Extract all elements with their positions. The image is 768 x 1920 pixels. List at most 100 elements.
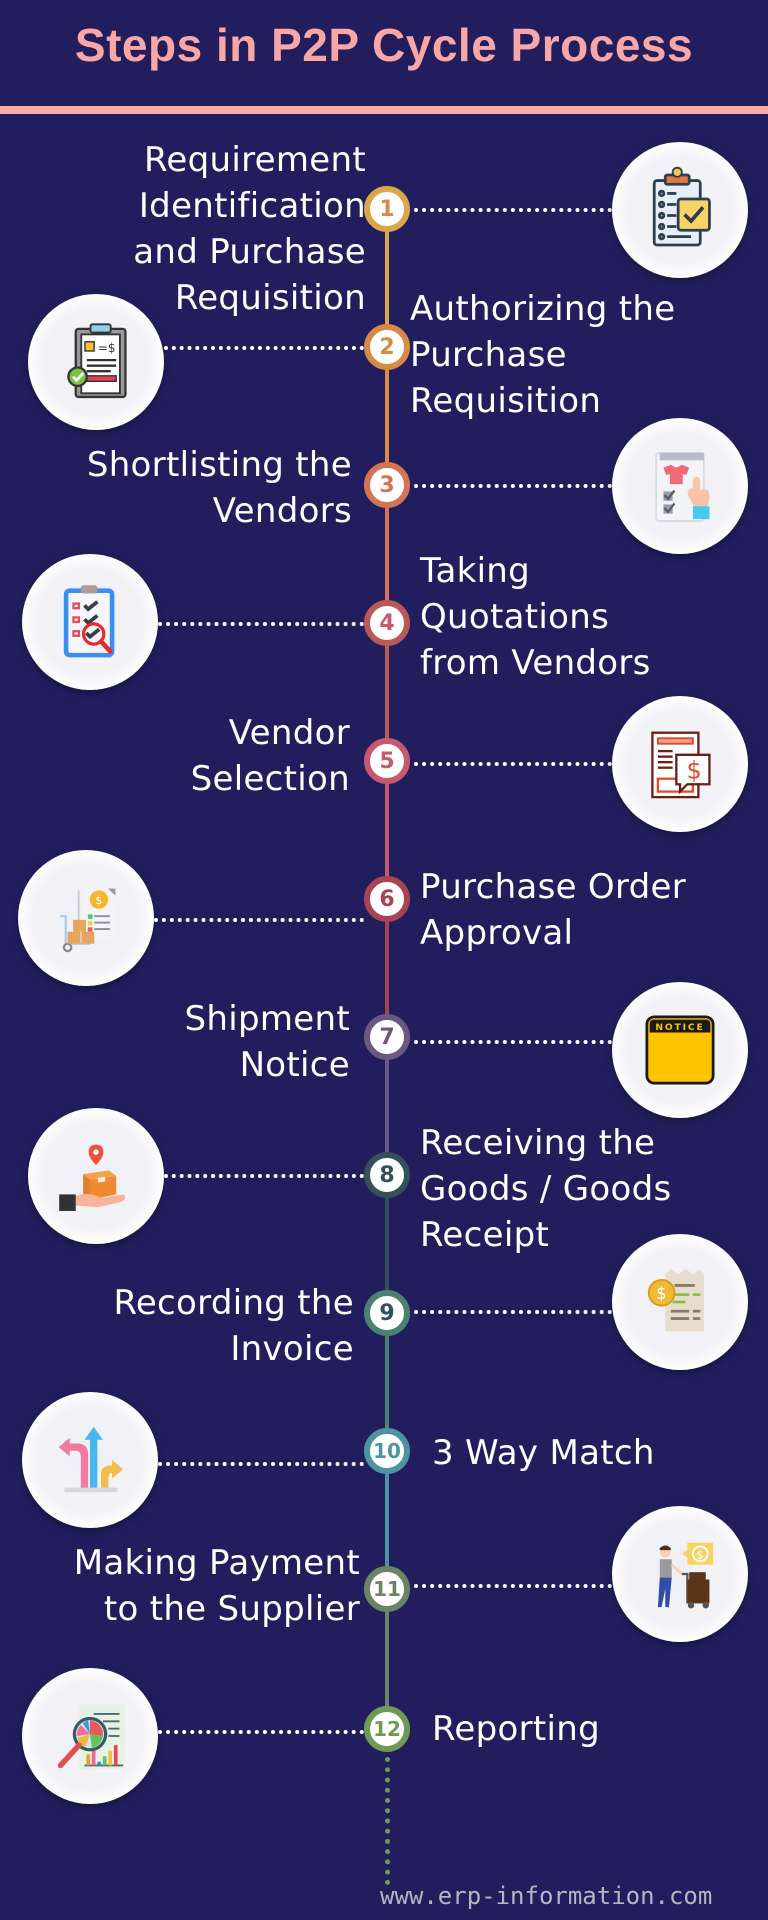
label-line: Vendors [212,491,352,531]
svg-text:NOTICE: NOTICE [655,1022,704,1033]
timeline-segment [385,1452,389,1590]
step-1-icon-disc [612,142,748,278]
three-arrows-icon [58,1426,124,1493]
label-line: 3 Way Match [432,1433,655,1473]
connector-dots [414,762,612,766]
label-line: Identification [138,186,366,226]
label-line: to the Supplier [103,1589,360,1629]
label-line: Shipment [184,999,350,1039]
step-number: 11 [373,1577,401,1601]
report-analysis-icon [57,1704,125,1770]
label-line: and Purchase [133,232,366,272]
connector-dots [414,1040,612,1044]
step-number: 2 [379,334,395,360]
label-line: Approval [420,913,574,953]
svg-text:=$: =$ [98,341,116,355]
connector-dots [414,1310,612,1314]
step-number: 9 [379,1300,395,1326]
timeline-segment [385,210,389,348]
step-5-icon-disc: $ [612,696,748,832]
label-line: Invoice [230,1329,354,1369]
step-8-icon-disc [28,1108,164,1244]
label-line: Requirement [144,140,366,180]
timeline-segment [385,1176,389,1314]
step-3-marker: 3 [364,462,410,508]
step-11-label: Making Payment to the Supplier [74,1540,360,1632]
step-number: 6 [379,886,395,912]
timeline-segment [385,762,389,900]
timeline-segment [385,1038,389,1176]
timeline-dotted-tail [385,1757,390,1885]
step-number: 1 [379,196,395,222]
price-quote-document-icon: $ [651,731,711,799]
step-1-marker: 1 [364,186,410,232]
svg-text:$: $ [686,757,701,785]
step-8-marker: 8 [364,1152,410,1198]
checklist-magnifier-icon [63,585,115,658]
step-6-marker: 6 [364,876,410,922]
svg-text:$: $ [95,894,102,907]
purchase-order-cart-icon: $ [60,888,116,953]
step-10-label: 3 Way Match [432,1430,655,1476]
timeline-segment [385,1590,389,1728]
label-line: Shortlisting the [86,445,352,485]
step-11-marker: 11 [364,1566,410,1612]
connector-dots [158,1730,364,1734]
step-3-label: Shortlisting the Vendors [87,442,352,534]
step-11-icon-disc: $ [612,1506,748,1642]
label-line: Recording the [113,1283,354,1323]
notice-sign-icon: NOTICE [645,1015,715,1085]
step-number: 8 [379,1162,395,1188]
step-1-label: Requirement Identification and Purchase … [133,137,366,321]
label-line: Vendor [228,713,350,753]
step-2-marker: 2 [364,324,410,370]
product-list-selection-icon [655,451,710,522]
timeline-segment [385,624,389,762]
timeline-segment [385,486,389,624]
step-6-icon-disc: $ [18,850,154,986]
connector-dots [158,1462,364,1466]
step-12-icon-disc [22,1668,158,1804]
label-line: Requisition [174,278,366,318]
timeline-segment [385,348,389,486]
source-url: www.erp-information.com [380,1882,713,1910]
step-3-icon-disc [612,418,748,554]
label-line: Purchase Order [420,867,687,907]
label-line: Quotations [420,597,610,637]
svg-text:$: $ [697,1548,704,1561]
label-line: from Vendors [420,643,651,683]
step-2-icon-disc: =$ [28,294,164,430]
label-line: Making Payment [73,1543,360,1583]
step-4-label: Taking Quotations from Vendors [420,548,651,686]
timeline-segment [385,900,389,1038]
label-line: Requisition [410,381,602,421]
step-7-marker: 7 [364,1014,410,1060]
connector-dots [158,622,364,626]
label-line: Authorizing the [410,289,676,329]
step-12-marker: 12 [364,1706,410,1752]
svg-text:$: $ [656,1284,667,1303]
connector-dots [154,918,364,922]
connector-dots [414,484,612,488]
connector-dots [414,208,612,212]
step-2-label: Authorizing the Purchase Requisition [410,286,675,424]
package-in-hand-icon [59,1144,126,1211]
step-5-marker: 5 [364,738,410,784]
step-number: 7 [379,1024,395,1050]
label-line: Goods / Goods [420,1169,672,1209]
connector-dots [164,1174,364,1178]
page-title: Steps in P2P Cycle Process [74,19,694,71]
clipboard-checklist-icon [652,166,711,247]
step-4-marker: 4 [364,600,410,646]
step-9-marker: 9 [364,1290,410,1336]
step-4-icon-disc [22,554,158,690]
step-9-icon-disc: $ [612,1234,748,1370]
step-7-icon-disc: NOTICE [612,982,748,1118]
label-line: Taking [420,551,531,591]
step-12-label: Reporting [432,1706,600,1752]
step-number: 4 [379,610,395,636]
step-number: 3 [379,472,395,498]
step-5-label: Vendor Selection [191,710,350,802]
payment-delivery-icon: $ [657,1542,714,1609]
step-8-label: Receiving the Goods / Goods Receipt [420,1120,671,1258]
